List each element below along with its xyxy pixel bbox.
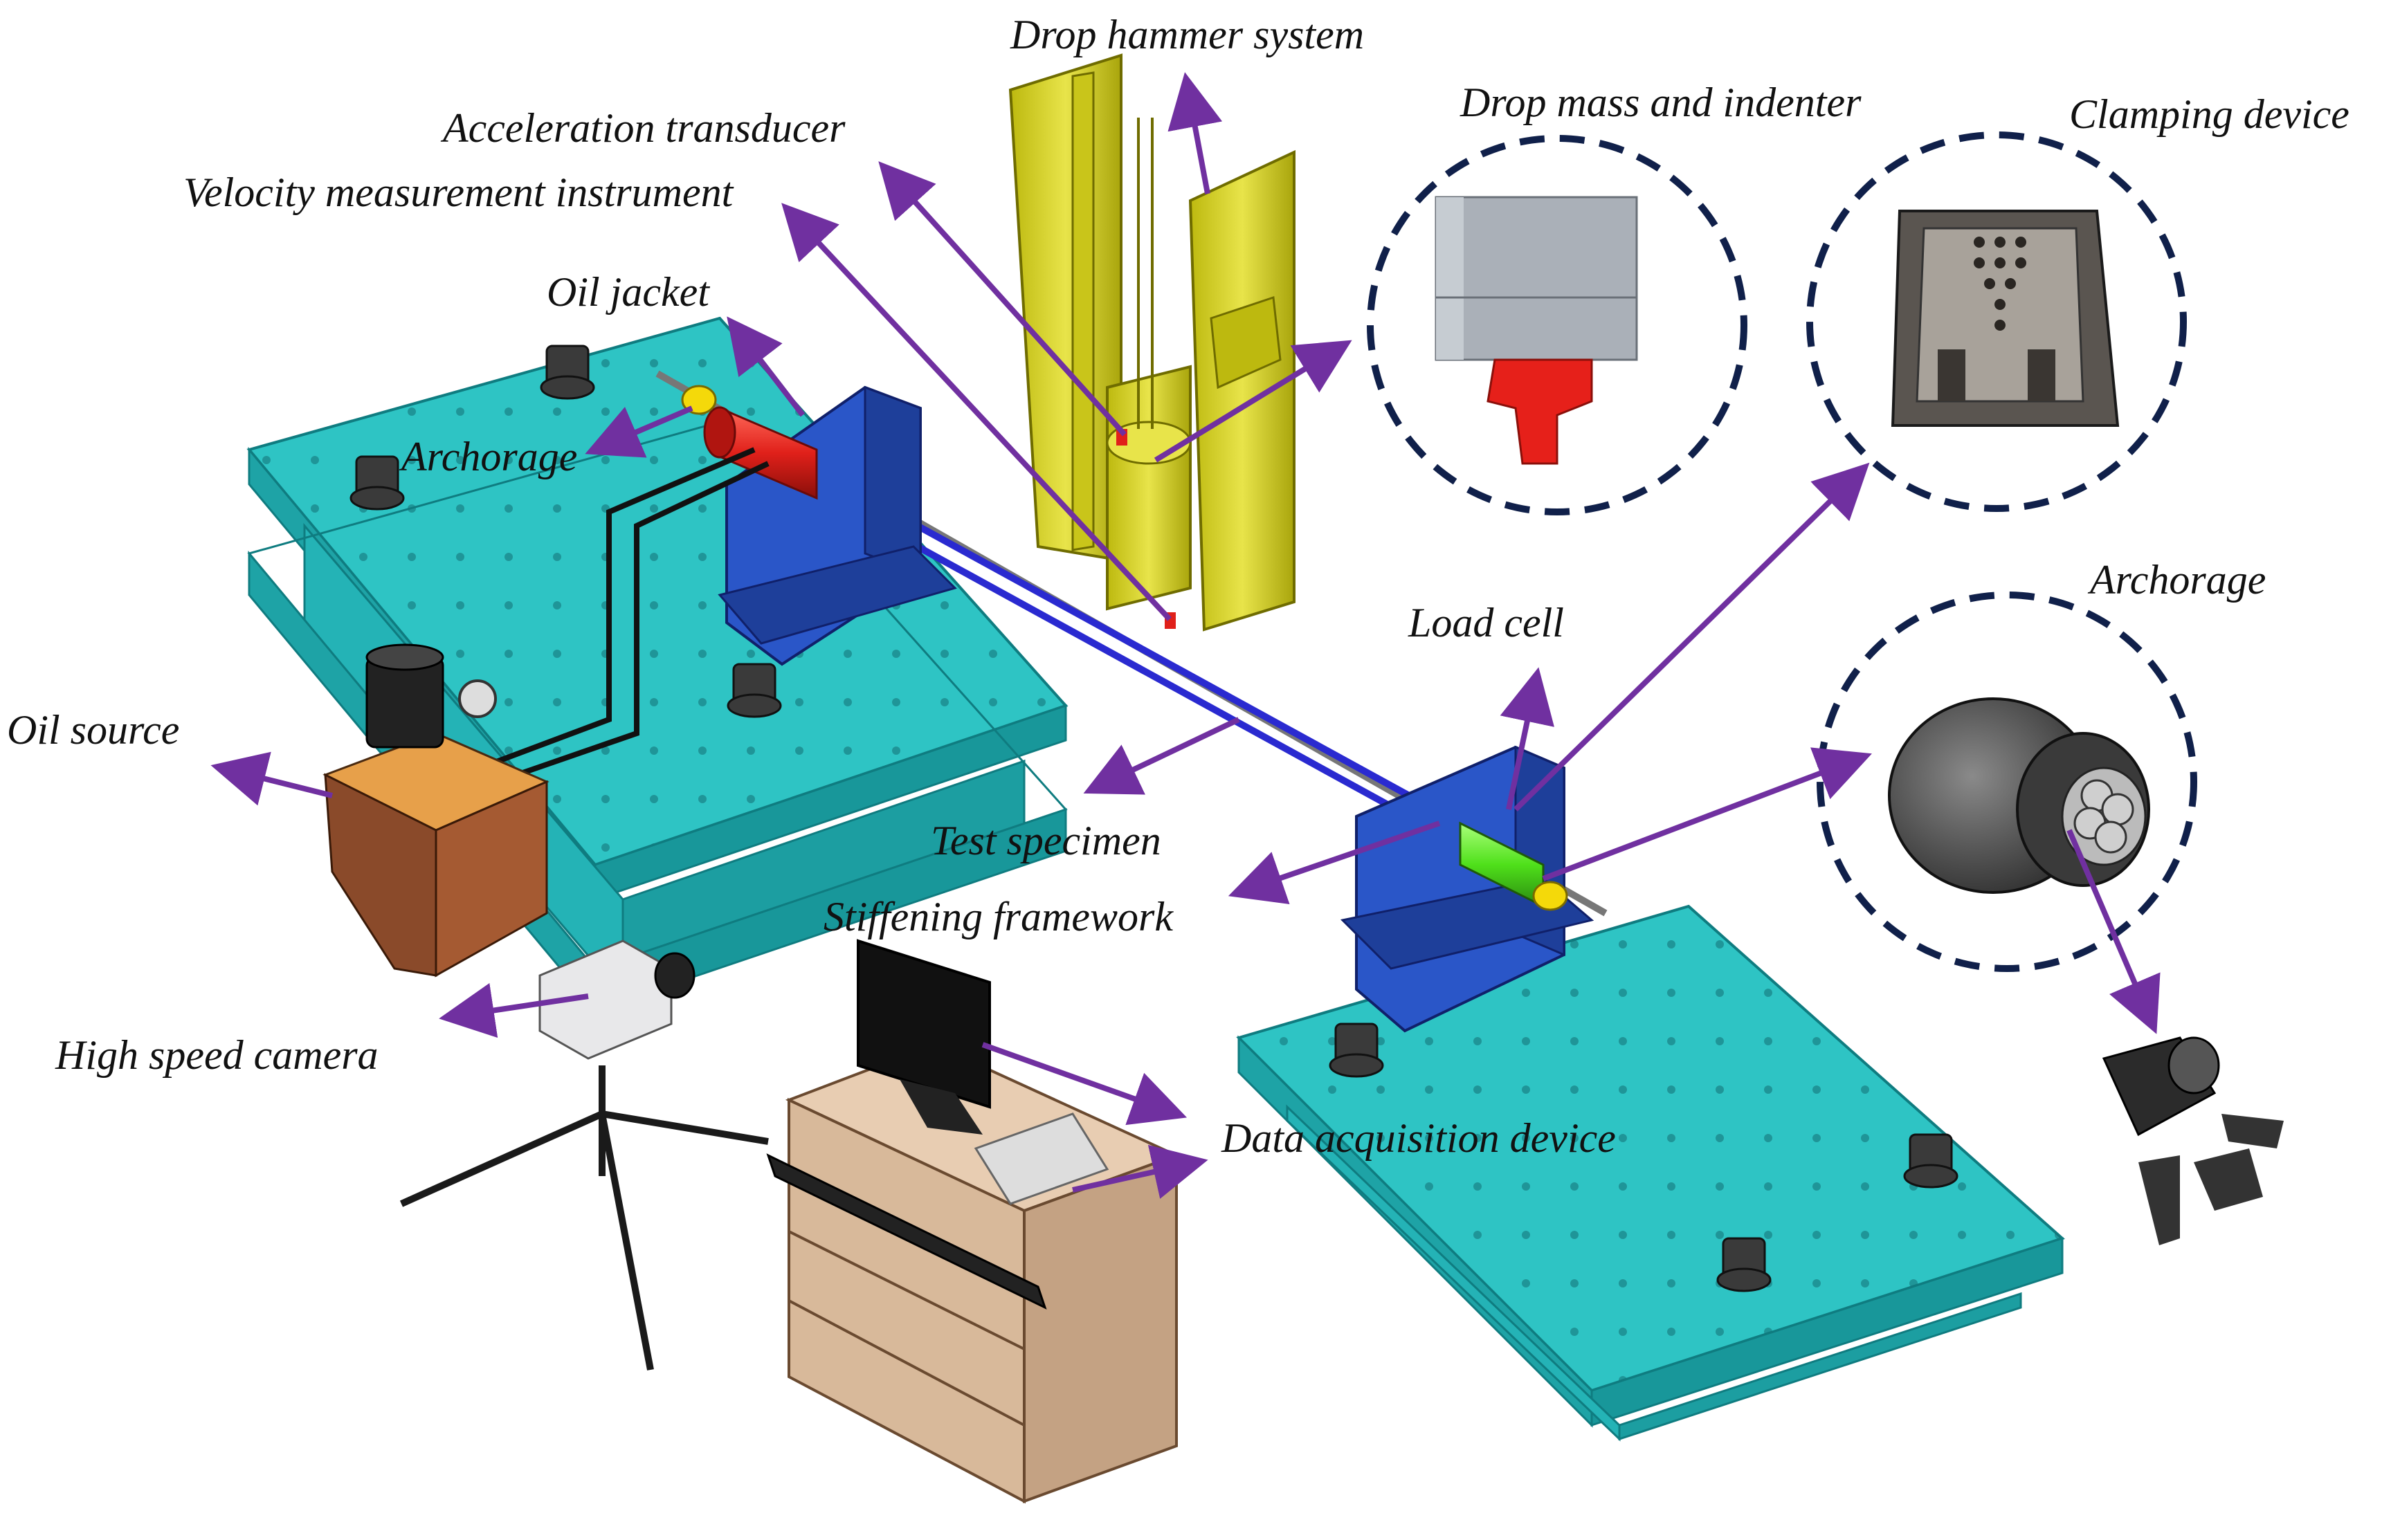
arrows [210, 72, 2161, 1199]
label-acceleration-transducer: Acceleration transducer [440, 105, 846, 151]
label-stiffening-framework: Stiffening framework [824, 894, 1174, 939]
label-test-specimen: Test specimen [931, 818, 1161, 863]
label-load-cell: Load cell [1408, 600, 1564, 645]
high-speed-camera [399, 939, 769, 1371]
anchorage-wedges [2102, 1036, 2284, 1245]
oil-source-pump [322, 643, 549, 978]
label-high-speed-camera: High speed camera [55, 1032, 379, 1078]
label-clamping-device: Clamping device [2069, 91, 2349, 137]
computer-desk [766, 939, 1181, 1504]
load-cell [1459, 821, 1568, 911]
label-drop-mass-and-indenter: Drop mass and indenter [1460, 80, 1862, 125]
oil-jacket [681, 385, 818, 500]
drop-hammer-frame [1008, 53, 1295, 632]
label-oil-jacket: Oil jacket [547, 269, 710, 315]
label-archorage-left: Archorage [399, 434, 577, 479]
label-archorage-right: Archorage [2087, 557, 2266, 603]
hydraulic-lines [442, 447, 770, 798]
label-drop-hammer-system: Drop hammer system [1010, 12, 1364, 57]
labels: Drop hammer system Acceleration transduc… [7, 12, 2349, 1161]
label-oil-source: Oil source [7, 707, 179, 753]
inset-archorage [1817, 592, 2197, 972]
inset-drop-mass [1367, 135, 1747, 515]
label-velocity-measurement-instrument: Velocity measurement instrument [183, 169, 734, 215]
right-support-block [1340, 745, 1594, 1033]
right-platform [1236, 904, 2065, 1442]
label-data-acquisition-device: Data acquisition device [1221, 1115, 1616, 1161]
inset-clamping-device [1806, 131, 2187, 512]
